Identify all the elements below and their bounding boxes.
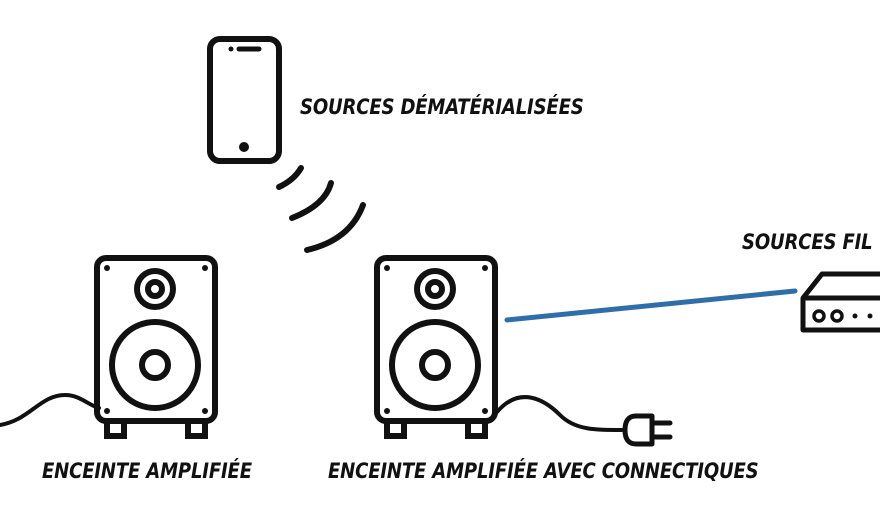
wired-connection-cable <box>504 288 798 323</box>
wifi-waves-icon <box>276 165 366 253</box>
speaker-icon <box>94 255 218 439</box>
label-powered-speaker: ENCEINTE AMPLIFIÉE <box>42 459 252 483</box>
power-cable <box>0 392 101 427</box>
power-plug-icon <box>622 413 673 447</box>
smartphone-icon <box>207 36 282 164</box>
power-cable <box>495 395 624 432</box>
audio-source-device-icon <box>800 271 880 333</box>
label-wired-sources: SOURCES FIL <box>742 230 873 254</box>
label-powered-speaker-connectivity: ENCEINTE AMPLIFIÉE AVEC CONNECTIQUES <box>328 459 759 483</box>
speaker-icon <box>374 255 498 439</box>
label-dematerialized-sources: SOURCES DÉMATÉRIALISÉES <box>300 95 584 119</box>
